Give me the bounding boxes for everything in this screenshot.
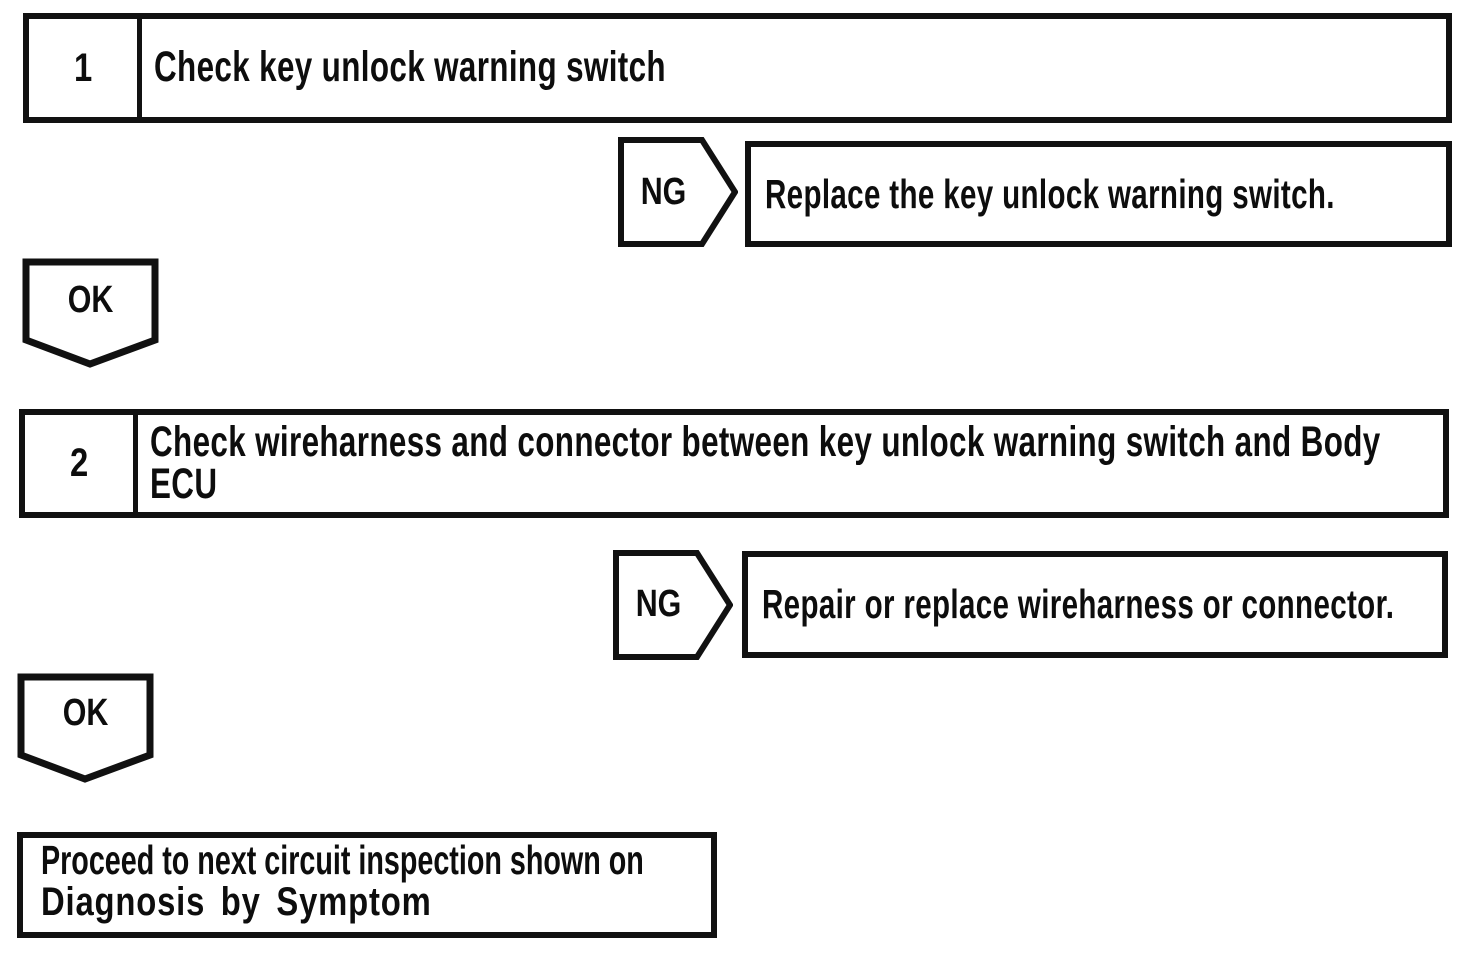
step-2-number: 2 (69, 441, 89, 485)
ng-label-1: NG (640, 170, 686, 213)
ok-label-2: OK (62, 691, 109, 734)
action-text-1: Replace the key unlock warning switch. (765, 170, 1335, 217)
ng-label-2: NG (635, 582, 681, 625)
step-1-box: 1 Check key unlock warning switch (23, 13, 1452, 123)
terminal-line-2: Diagnosis by Symptom (41, 879, 432, 924)
action-box-1: Replace the key unlock warning switch. (745, 141, 1452, 247)
ng-connector-1: NG (618, 137, 738, 247)
ok-connector-1: OK (22, 258, 159, 368)
ok-arrow-icon (22, 258, 159, 368)
ng-arrow-icon (618, 137, 738, 247)
step-1-number: 1 (73, 45, 93, 90)
ng-connector-2: NG (613, 550, 733, 660)
step-2-box: 2 Check wireharness and connector betwee… (19, 409, 1449, 518)
ok-label-1: OK (67, 278, 114, 321)
step-1-title-cell: Check key unlock warning switch (142, 19, 1446, 117)
step-2-number-cell: 2 (25, 415, 138, 512)
ok-arrow-icon (17, 673, 154, 783)
ok-connector-2: OK (17, 673, 154, 783)
step-2-title: Check wireharness and connector between … (150, 417, 1381, 508)
ng-arrow-icon (613, 550, 733, 660)
step-2-title-cell: Check wireharness and connector between … (138, 415, 1443, 512)
action-text-2: Repair or replace wireharness or connect… (762, 581, 1395, 627)
step-1-number-cell: 1 (29, 19, 142, 117)
terminal-line-1: Proceed to next circuit inspection shown… (41, 836, 644, 883)
terminal-box: Proceed to next circuit inspection shown… (17, 832, 717, 938)
action-box-2: Repair or replace wireharness or connect… (742, 551, 1448, 658)
step-1-title: Check key unlock warning switch (154, 43, 666, 92)
